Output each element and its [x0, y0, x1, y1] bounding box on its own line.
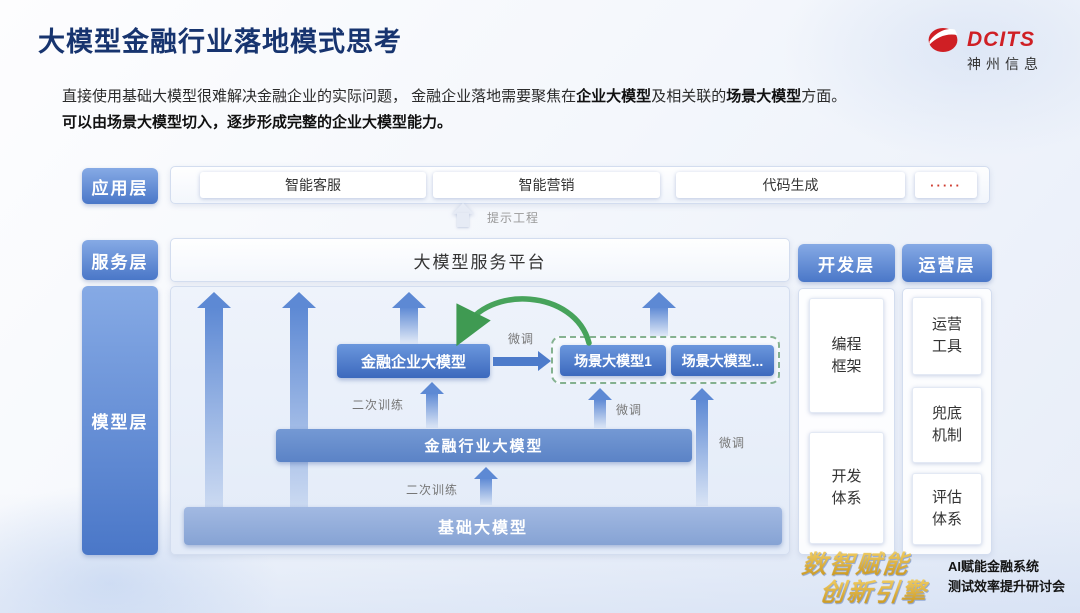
- up-arrow-left-1: [197, 292, 231, 540]
- event-line-2: 测试效率提升研讨会: [948, 579, 1066, 595]
- scenario-model-more-box: 场景大模型...: [671, 345, 774, 376]
- label-service-layer: 服务层: [82, 240, 158, 280]
- label-model-layer: 模型层: [82, 286, 158, 555]
- enterprise-model-box: 金融企业大模型: [337, 344, 490, 378]
- ops-item-label: 评估体系: [932, 489, 963, 528]
- service-layer-panel: [170, 238, 790, 282]
- slogan-line-2: 创新引擎: [818, 573, 930, 609]
- industry-model-box: 金融行业大模型: [276, 429, 692, 462]
- intro-line-1: 直接使用基础大模型很难解决金融企业的实际问题， 金融企业落地需要聚焦在企业大模型…: [62, 88, 847, 105]
- service-platform-title: 大模型服务平台: [413, 252, 547, 272]
- intro-paragraph: 直接使用基础大模型很难解决金融企业的实际问题， 金融企业落地需要聚焦在企业大模型…: [62, 84, 1022, 137]
- intro-line-2: 可以由场景大模型切入，逐步形成完整的企业大模型能力。: [62, 114, 453, 132]
- label-operations-layer: 运营层: [902, 244, 992, 282]
- ops-item-label: 兜底机制: [932, 405, 963, 444]
- ops-item-label: 运营工具: [932, 316, 963, 355]
- arrow-enterprise-to-scenario-head: [538, 351, 551, 371]
- finetune-label-top: 微调: [508, 332, 535, 346]
- ops-item-fallback-mechanism: 兜底机制: [912, 387, 982, 463]
- ops-item-evaluation-system: 评估体系: [912, 473, 982, 545]
- up-arrow-left-2: [282, 292, 316, 540]
- foundation-model-box: 基础大模型: [184, 507, 782, 545]
- page-title: 大模型金融行业落地模式思考: [38, 27, 402, 57]
- dcits-swoosh-icon: [928, 28, 958, 52]
- event-line-1: AI赋能金融系统: [948, 559, 1040, 574]
- app-item-code-generation: 代码生成: [676, 172, 905, 198]
- up-arrow-foundation-to-scenario: [690, 388, 714, 506]
- event-slogan: 数智赋能 创新引擎: [796, 545, 956, 609]
- retrain-label-upper: 二次训练: [352, 398, 405, 412]
- app-item-more: ·····: [915, 172, 977, 198]
- up-arrow-industry-to-enterprise: [420, 382, 444, 428]
- finetune-label-mid: 微调: [616, 403, 643, 417]
- dev-item-label: 开发体系: [831, 468, 862, 507]
- app-item-customer-service: 智能客服: [200, 172, 426, 198]
- prompt-engineering-label: 提示工程: [487, 211, 540, 225]
- label-application-layer: 应用层: [82, 168, 158, 204]
- up-arrow-scenario-to-service: [642, 292, 676, 337]
- dev-item-development-system: 开发体系: [809, 432, 884, 544]
- up-arrow-enterprise-to-service: [392, 292, 426, 344]
- finetune-label-right: 微调: [719, 436, 746, 450]
- feedback-arrow-icon: [456, 296, 592, 347]
- label-development-layer: 开发层: [798, 244, 895, 282]
- company-logo: DCITS 神州信息: [925, 24, 1065, 74]
- scenario-model-1-box: 场景大模型1: [560, 345, 666, 376]
- logo-brand-text: DCITS: [967, 28, 1035, 51]
- app-item-marketing: 智能营销: [433, 172, 660, 198]
- ops-item-operation-tools: 运营工具: [912, 297, 982, 375]
- up-arrow-industry-to-scenario: [588, 388, 612, 428]
- up-arrow-foundation-to-industry: [474, 467, 498, 505]
- retrain-label-lower: 二次训练: [406, 483, 459, 497]
- dev-item-programming-framework: 编程框架: [809, 298, 884, 413]
- event-name: AI赋能金融系统 测试效率提升研讨会: [948, 557, 1065, 597]
- logo-company-name: 神州信息: [967, 56, 1043, 72]
- arrow-enterprise-to-scenario-shaft: [493, 357, 539, 366]
- dev-item-label: 编程框架: [831, 335, 862, 375]
- prompt-engineering-arrow-icon: [452, 203, 474, 227]
